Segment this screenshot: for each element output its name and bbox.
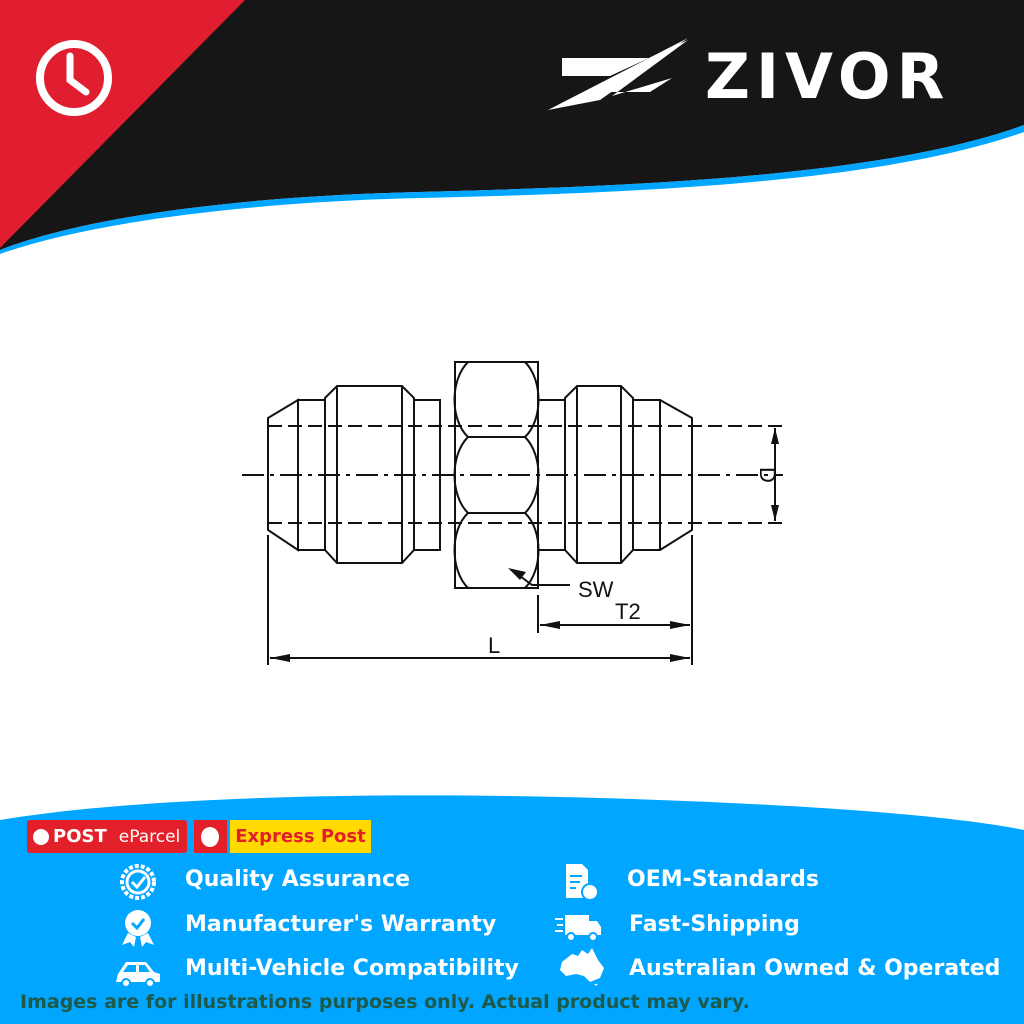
feature-oem-standards: OEM-Standards bbox=[627, 867, 819, 892]
label-d: D bbox=[755, 467, 780, 483]
auspost-logo-icon bbox=[201, 826, 219, 847]
auspost-eparcel-badge: POST eParcel bbox=[27, 820, 187, 853]
quality-badge-icon bbox=[120, 864, 156, 900]
eparcel-label: eParcel bbox=[118, 826, 181, 847]
delivery-truck-icon bbox=[555, 915, 601, 942]
zivor-logo-mark bbox=[548, 38, 688, 110]
auspost-word: POST bbox=[53, 826, 107, 847]
brand-logo-text: ZIVOR bbox=[705, 40, 951, 113]
express-post-badge: Express Post bbox=[230, 820, 371, 853]
label-t2: T2 bbox=[615, 599, 641, 624]
feature-australian-owned: Australian Owned & Operated bbox=[629, 956, 1001, 981]
australia-map-icon bbox=[560, 948, 604, 986]
document-check-icon bbox=[566, 864, 599, 901]
car-icon bbox=[116, 962, 160, 988]
feature-fast-shipping: Fast-Shipping bbox=[629, 912, 800, 937]
header-banner bbox=[0, 0, 1024, 254]
auspost-logo-icon bbox=[33, 828, 49, 845]
technical-drawing: D SW T2 L bbox=[242, 361, 783, 665]
feature-quality-assurance: Quality Assurance bbox=[185, 867, 411, 892]
clock-icon bbox=[36, 40, 112, 116]
feature-multi-vehicle-compatibility: Multi-Vehicle Compatibility bbox=[185, 956, 519, 981]
label-sw: SW bbox=[578, 577, 614, 602]
disclaimer-text: Images are for illustrations purposes on… bbox=[20, 991, 750, 1013]
award-ribbon-icon bbox=[122, 910, 154, 947]
feature-manufacturers-warranty: Manufacturer's Warranty bbox=[185, 912, 497, 937]
auspost-logo-badge bbox=[194, 820, 227, 853]
label-l: L bbox=[488, 633, 500, 658]
